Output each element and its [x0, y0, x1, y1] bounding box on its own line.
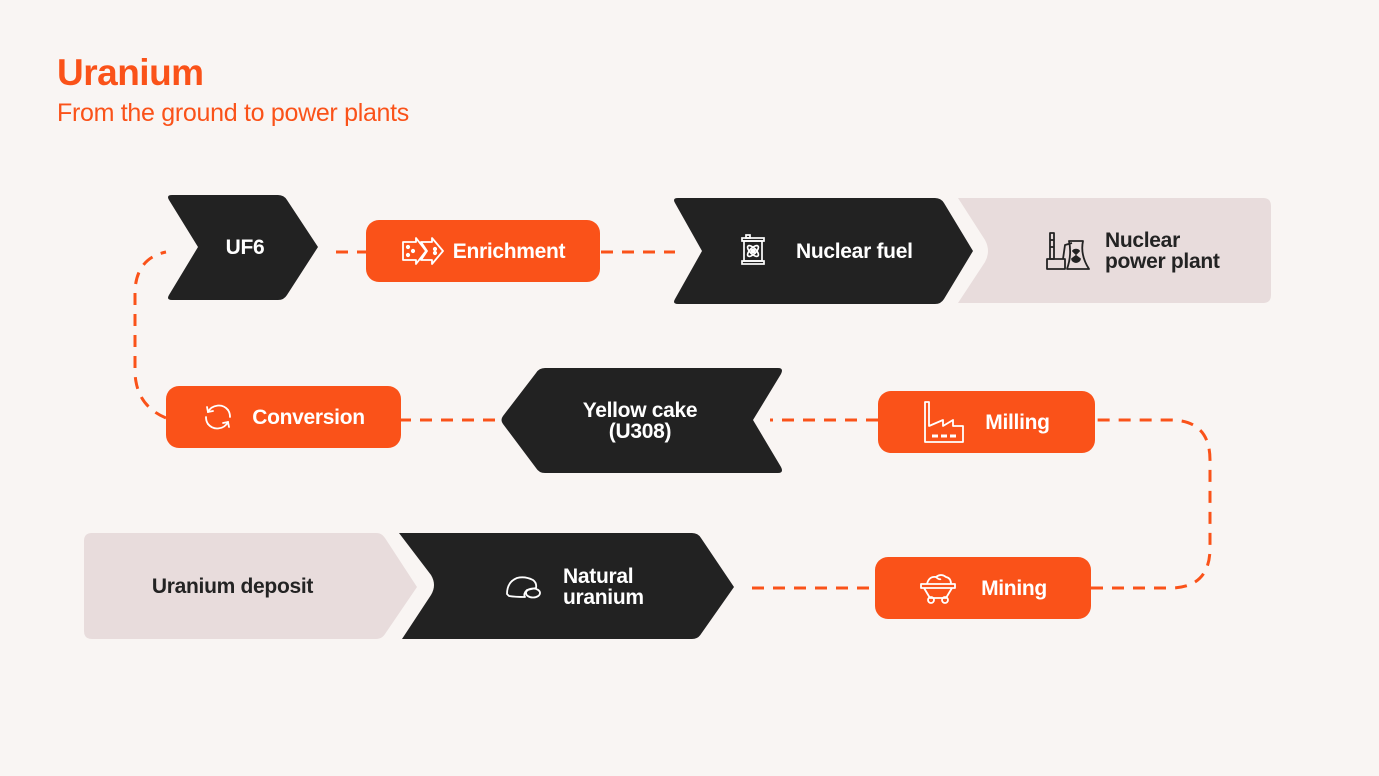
node-conversion: Conversion: [166, 386, 401, 448]
cycle-arrows-icon: [202, 401, 234, 433]
nuclear-fuel-shape: [674, 198, 973, 304]
natural-uranium-label: Natural uranium: [563, 566, 644, 608]
page-subtitle: From the ground to power plants: [57, 99, 410, 127]
node-uf6: UF6: [195, 232, 295, 262]
double-arrow-icon: [401, 236, 445, 266]
nuclear-power-plant-label: Nuclear power plant: [1105, 230, 1220, 272]
fuel-canister-icon: [740, 234, 766, 268]
natural-uranium-shape: [399, 533, 734, 639]
connector-conversion-to-uf6: [133, 250, 167, 420]
power-plant-icon: [1045, 231, 1091, 271]
conversion-label: Conversion: [252, 405, 365, 429]
mine-cart-icon: [919, 572, 957, 604]
nuclear-power-plant-line1: Nuclear: [1105, 229, 1180, 252]
mining-shape: [875, 557, 1091, 619]
uf6-label: UF6: [225, 235, 265, 259]
rock-icon: [505, 574, 541, 600]
mining-label: Mining: [981, 576, 1047, 600]
uranium-deposit-shape: [84, 533, 417, 639]
yellow-cake-line2: (U308): [608, 420, 672, 443]
milling-label: Milling: [985, 410, 1050, 434]
uranium-deposit-label: Uranium deposit: [151, 574, 314, 598]
node-uranium-deposit: Uranium deposit: [100, 570, 365, 602]
nuclear-fuel-label: Nuclear fuel: [796, 239, 913, 263]
nuclear-power-plant-shape: [958, 198, 1271, 303]
node-milling: Milling: [878, 391, 1095, 453]
node-enrichment: Enrichment: [366, 220, 600, 282]
page-title: Uranium: [57, 52, 204, 93]
node-yellow-cake: Yellow cake (U308): [540, 394, 740, 448]
enrichment-shape: [366, 220, 600, 282]
factory-icon: [923, 400, 965, 444]
uf6-shape: [168, 195, 318, 300]
enrichment-label: Enrichment: [452, 239, 566, 263]
nuclear-power-plant-line2: power plant: [1105, 250, 1220, 273]
milling-shape: [878, 391, 1095, 453]
node-nuclear-fuel: Nuclear fuel: [730, 230, 940, 272]
node-mining: Mining: [875, 557, 1091, 619]
connector-mining-to-milling: [1091, 418, 1212, 590]
conversion-shape: [166, 386, 401, 448]
yellow-cake-shape: [501, 368, 782, 473]
yellow-cake-line1: Yellow cake: [582, 399, 698, 422]
natural-uranium-line2: uranium: [563, 586, 644, 609]
node-natural-uranium: Natural uranium: [505, 562, 705, 612]
yellow-cake-label: Yellow cake (U308): [583, 400, 698, 442]
natural-uranium-line1: Natural: [563, 565, 634, 588]
node-nuclear-power-plant: Nuclear power plant: [1045, 226, 1255, 276]
